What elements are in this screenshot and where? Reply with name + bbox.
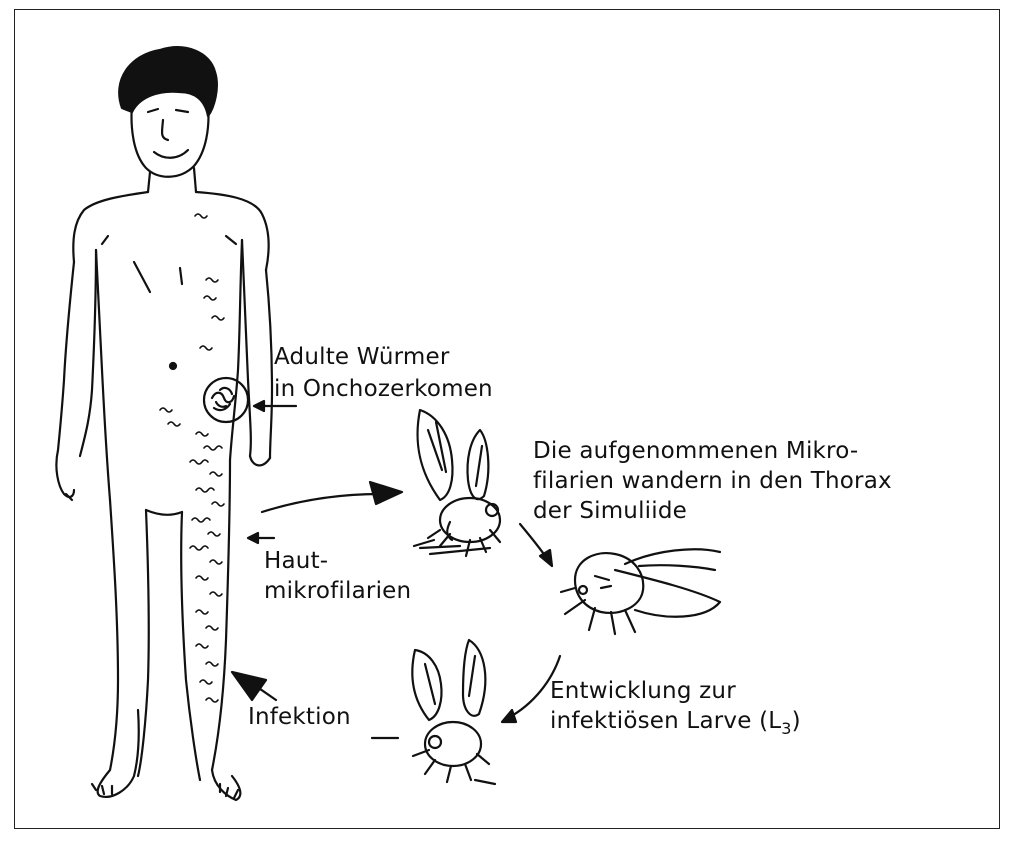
hair [119,47,217,116]
label-infection: Infektion [248,702,351,732]
label-thorax-line2: filarien wandern in den Thorax [533,466,892,496]
label-development-text: infektiösen Larve (L [550,708,781,734]
label-thorax-line3: der Simuliide [533,496,687,526]
label-skin-line2: mikrofilarien [264,576,411,606]
pointer-nodule-head [254,401,264,411]
label-development-line1: Entwicklung zur [550,676,736,706]
label-development-close: ) [792,708,801,734]
blackfly-infective [412,640,495,784]
skin-microfilariae-marks [160,214,224,702]
label-skin-line1: Haut- [264,546,328,576]
onchocercoma-nodule [204,378,248,422]
label-development-line2: infektiösen Larve (L3) [550,706,801,744]
face [132,104,209,177]
label-adult-worms-line1: Adulte Würmer [274,342,450,372]
arrow-to-fly [262,494,380,512]
label-adult-worms-line2: in Onchozerkomen [274,374,493,404]
blackfly-feeding [414,410,500,556]
arrow-to-fly-head [370,482,402,504]
label-thorax-line1: Die aufgenommenen Mikro- [533,436,858,466]
blackfly-side-view [561,549,720,634]
arrow-infection-head [232,672,266,700]
human-figure [56,47,272,800]
pointer-skin-head [248,533,258,543]
arrow-thorax-to-development-head [502,710,516,722]
label-development-subscript: 3 [781,719,791,738]
